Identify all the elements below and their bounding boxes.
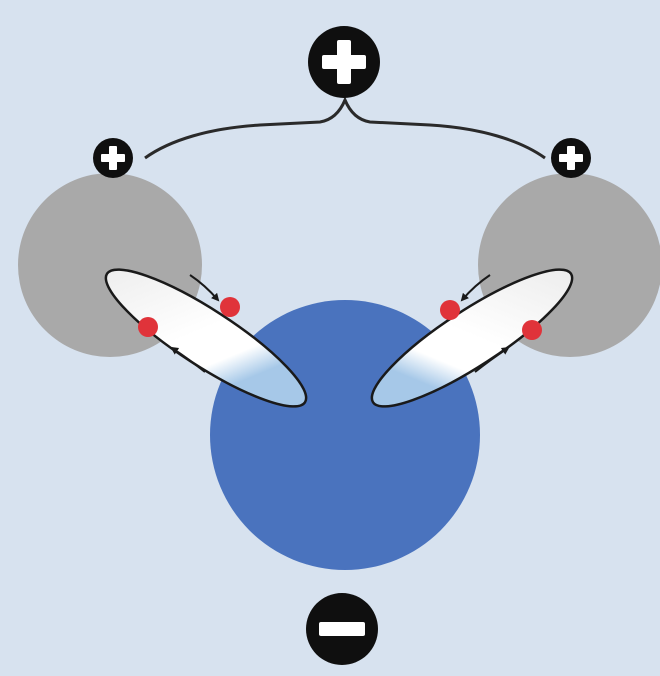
electron-flow-arrow-left-upper [189,274,220,302]
electron-flow-arrow-right-upper [460,274,491,302]
positive-brace [144,96,546,160]
electron-flow-arrow-right-lower [474,346,510,373]
electron-right-2 [522,320,542,340]
plus-circle-icon [93,138,133,178]
electron-flow-arrow-left-lower [170,346,206,373]
minus-circle-icon [306,593,378,665]
electron-left-1 [138,317,158,337]
plus-circle-icon [551,138,591,178]
plus-circle-icon [308,26,380,98]
electron-left-2 [220,297,240,317]
electron-right-1 [440,300,460,320]
